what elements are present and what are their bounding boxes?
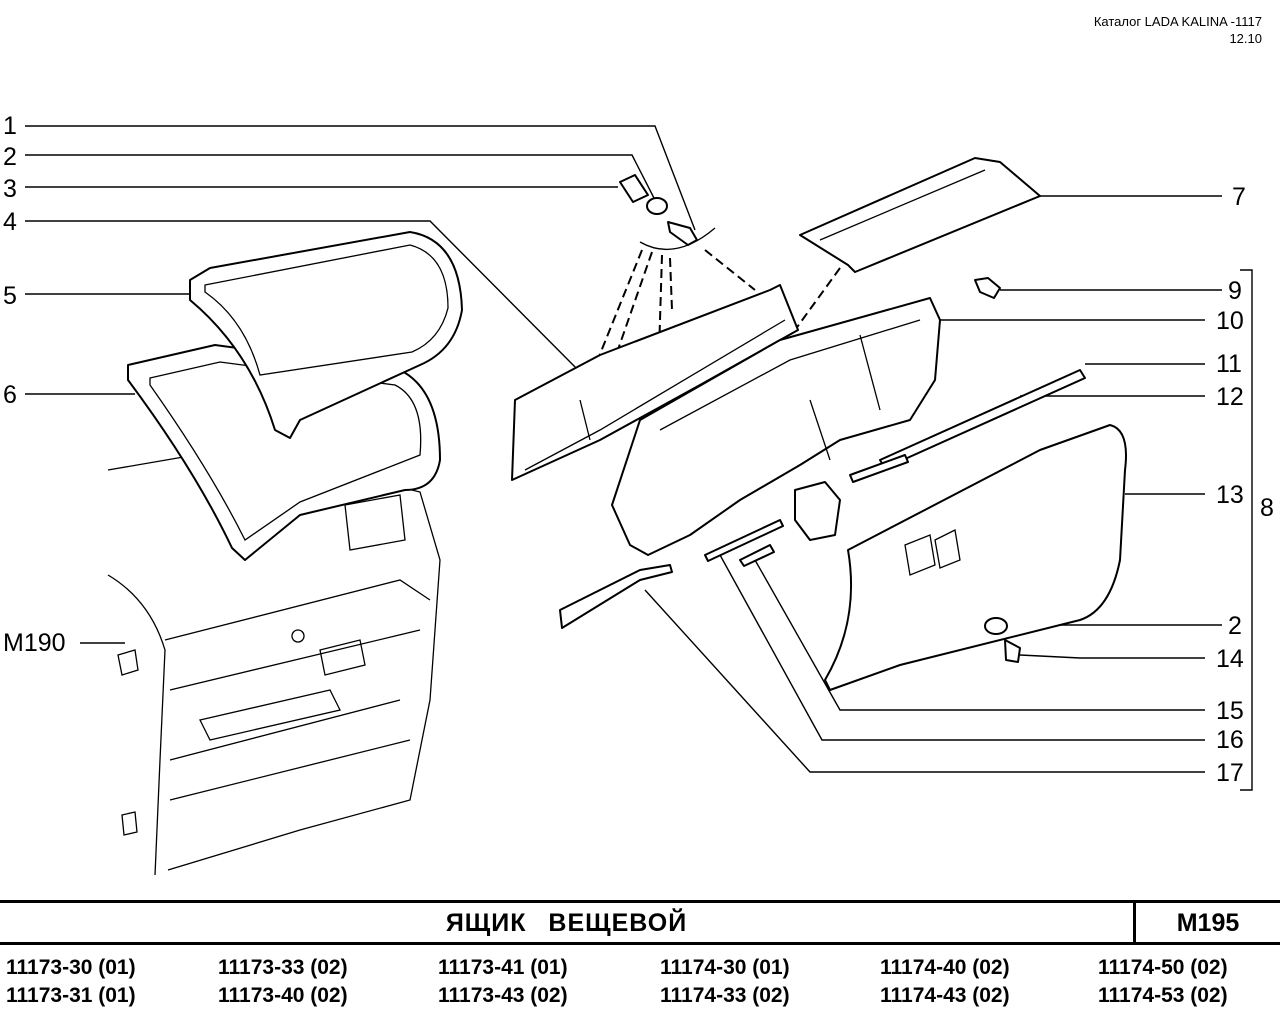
callout-13: 13 [1216,481,1244,509]
fasteners-lower [984,617,1021,663]
callout-7: 7 [1232,183,1246,211]
title-bar-top-rule [0,900,1280,903]
callout-17: 17 [1216,759,1244,787]
callout-5: 5 [3,282,17,310]
parts-diagram: 1 2 3 4 5 6 M190 7 9 10 11 12 13 2 14 15… [3,112,1274,876]
callout-2b: 2 [1228,612,1242,640]
model-column-1: 11173-30 (01) 11173-31 (01) [6,954,136,1010]
parts-15-17 [559,519,784,629]
callout-14: 14 [1216,645,1244,673]
latch [794,481,841,541]
title-divider [1133,902,1136,942]
section-title: ЯЩИК ВЕЩЕВОЙ [445,909,688,937]
model-code: 11173-33 (02) [218,956,348,979]
callout-11: 11 [1216,350,1242,378]
part-6-frame [127,344,441,561]
part-9-bumper [974,277,1001,299]
model-code: 11174-40 (02) [880,956,1010,979]
callout-10: 10 [1216,307,1244,335]
fasteners-top [619,174,698,246]
callout-3: 3 [3,175,17,203]
catalog-date: 12.10 [1229,31,1262,46]
catalog-title: Каталог LADA KALINA -1117 [1093,14,1262,29]
model-code: 11173-41 (01) [438,956,568,979]
model-code: 11174-30 (01) [660,956,790,979]
model-code: 11174-33 (02) [660,984,790,1007]
model-code: 11173-40 (02) [218,984,348,1007]
callout-8: 8 [1260,494,1274,522]
model-column-2: 11173-33 (02) 11173-40 (02) [218,954,348,1010]
model-column-4: 11174-30 (01) 11174-33 (02) [660,954,790,1010]
part-7-strip [799,157,1041,273]
part-13-lid [824,424,1127,691]
part-4-bracket [511,284,799,481]
part-10-box [611,297,941,556]
callout-12: 12 [1216,383,1244,411]
callout-15: 15 [1216,697,1244,725]
callout-16: 16 [1216,726,1244,754]
callout-9: 9 [1228,277,1242,305]
part-11-12-rods [849,369,1086,483]
leader-lines [25,125,1253,791]
model-code: 11174-53 (02) [1098,984,1228,1007]
callout-6: 6 [3,381,17,409]
part-5-seal [189,231,463,439]
model-code: 11173-43 (02) [438,984,568,1007]
model-column-3: 11173-41 (01) 11173-43 (02) [438,954,568,1010]
model-code: 11173-31 (01) [6,984,136,1007]
model-column-5: 11174-40 (02) 11174-43 (02) [880,954,1010,1010]
model-code: 11173-30 (01) [6,956,136,979]
title-bar-bottom-rule [0,942,1280,945]
model-code: 11174-43 (02) [880,984,1010,1007]
model-code: 11174-50 (02) [1098,956,1228,979]
callout-2: 2 [3,143,17,171]
callout-m190: M190 [3,629,66,657]
callout-4: 4 [3,208,17,236]
model-column-6: 11174-50 (02) 11174-53 (02) [1098,954,1228,1010]
callout-1: 1 [3,112,17,140]
section-code: M195 [1176,909,1240,937]
